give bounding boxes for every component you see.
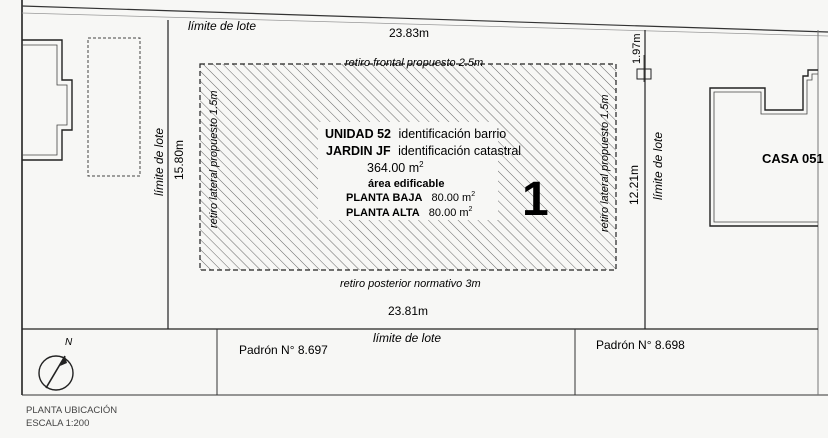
padron-2-label: Padrón N° 8.698 <box>596 338 685 352</box>
lot-number: 1 <box>522 173 549 226</box>
limite-lote-right-label: límite de lote <box>651 132 665 200</box>
width-top-label: 23.83m <box>389 26 429 40</box>
dim-197-label: 1.97m <box>631 33 643 64</box>
north-arrow-icon <box>38 355 74 391</box>
limite-lote-bottom-label: límite de lote <box>373 331 441 345</box>
retiro-frontal-label: retiro frontal propuesto 2.5m <box>345 57 483 69</box>
left-pool <box>87 37 141 177</box>
planta-ubicacion-label: PLANTA UBICACIÓN <box>26 405 117 416</box>
top-border <box>21 5 828 33</box>
left-house-inner <box>22 44 68 156</box>
info-box-background <box>318 122 498 220</box>
padron-1-label: Padrón N° 8.697 <box>239 343 328 357</box>
planta-baja-line: PLANTA BAJA 80.00 m2 <box>346 191 475 204</box>
depth-left-label: 15.80m <box>172 140 186 180</box>
retiro-posterior-label: retiro posterior normativo 3m <box>340 278 481 290</box>
retiro-lateral-left-label: retiro lateral propuesto 1.5m <box>208 90 220 228</box>
edificable-line: área edificable <box>368 178 444 190</box>
right-house-inner <box>713 73 818 223</box>
depth-right-label: 12.21m <box>627 165 641 205</box>
limite-lote-top-label: límite de lote <box>188 19 256 33</box>
area-line: 364.00 m2 <box>367 160 424 175</box>
unidad-line: UNIDAD 52 identificación barrio <box>325 127 506 141</box>
width-bottom-label: 23.81m <box>388 304 428 318</box>
escala-label: ESCALA 1:200 <box>26 418 89 429</box>
planta-alta-line: PLANTA ALTA 80.00 m2 <box>346 206 473 219</box>
left-house-outline <box>22 39 73 161</box>
retiro-lateral-right-label: retiro lateral propuesto 1.5m <box>599 94 611 232</box>
limite-lote-left-label: límite de lote <box>152 128 166 196</box>
top-border-inner <box>21 12 828 37</box>
north-label: N <box>65 337 73 348</box>
casa-label: CASA 051 <box>762 151 824 166</box>
jardin-line: JARDIN JF identificación catastral <box>326 144 521 158</box>
right-house-outline <box>709 69 818 227</box>
